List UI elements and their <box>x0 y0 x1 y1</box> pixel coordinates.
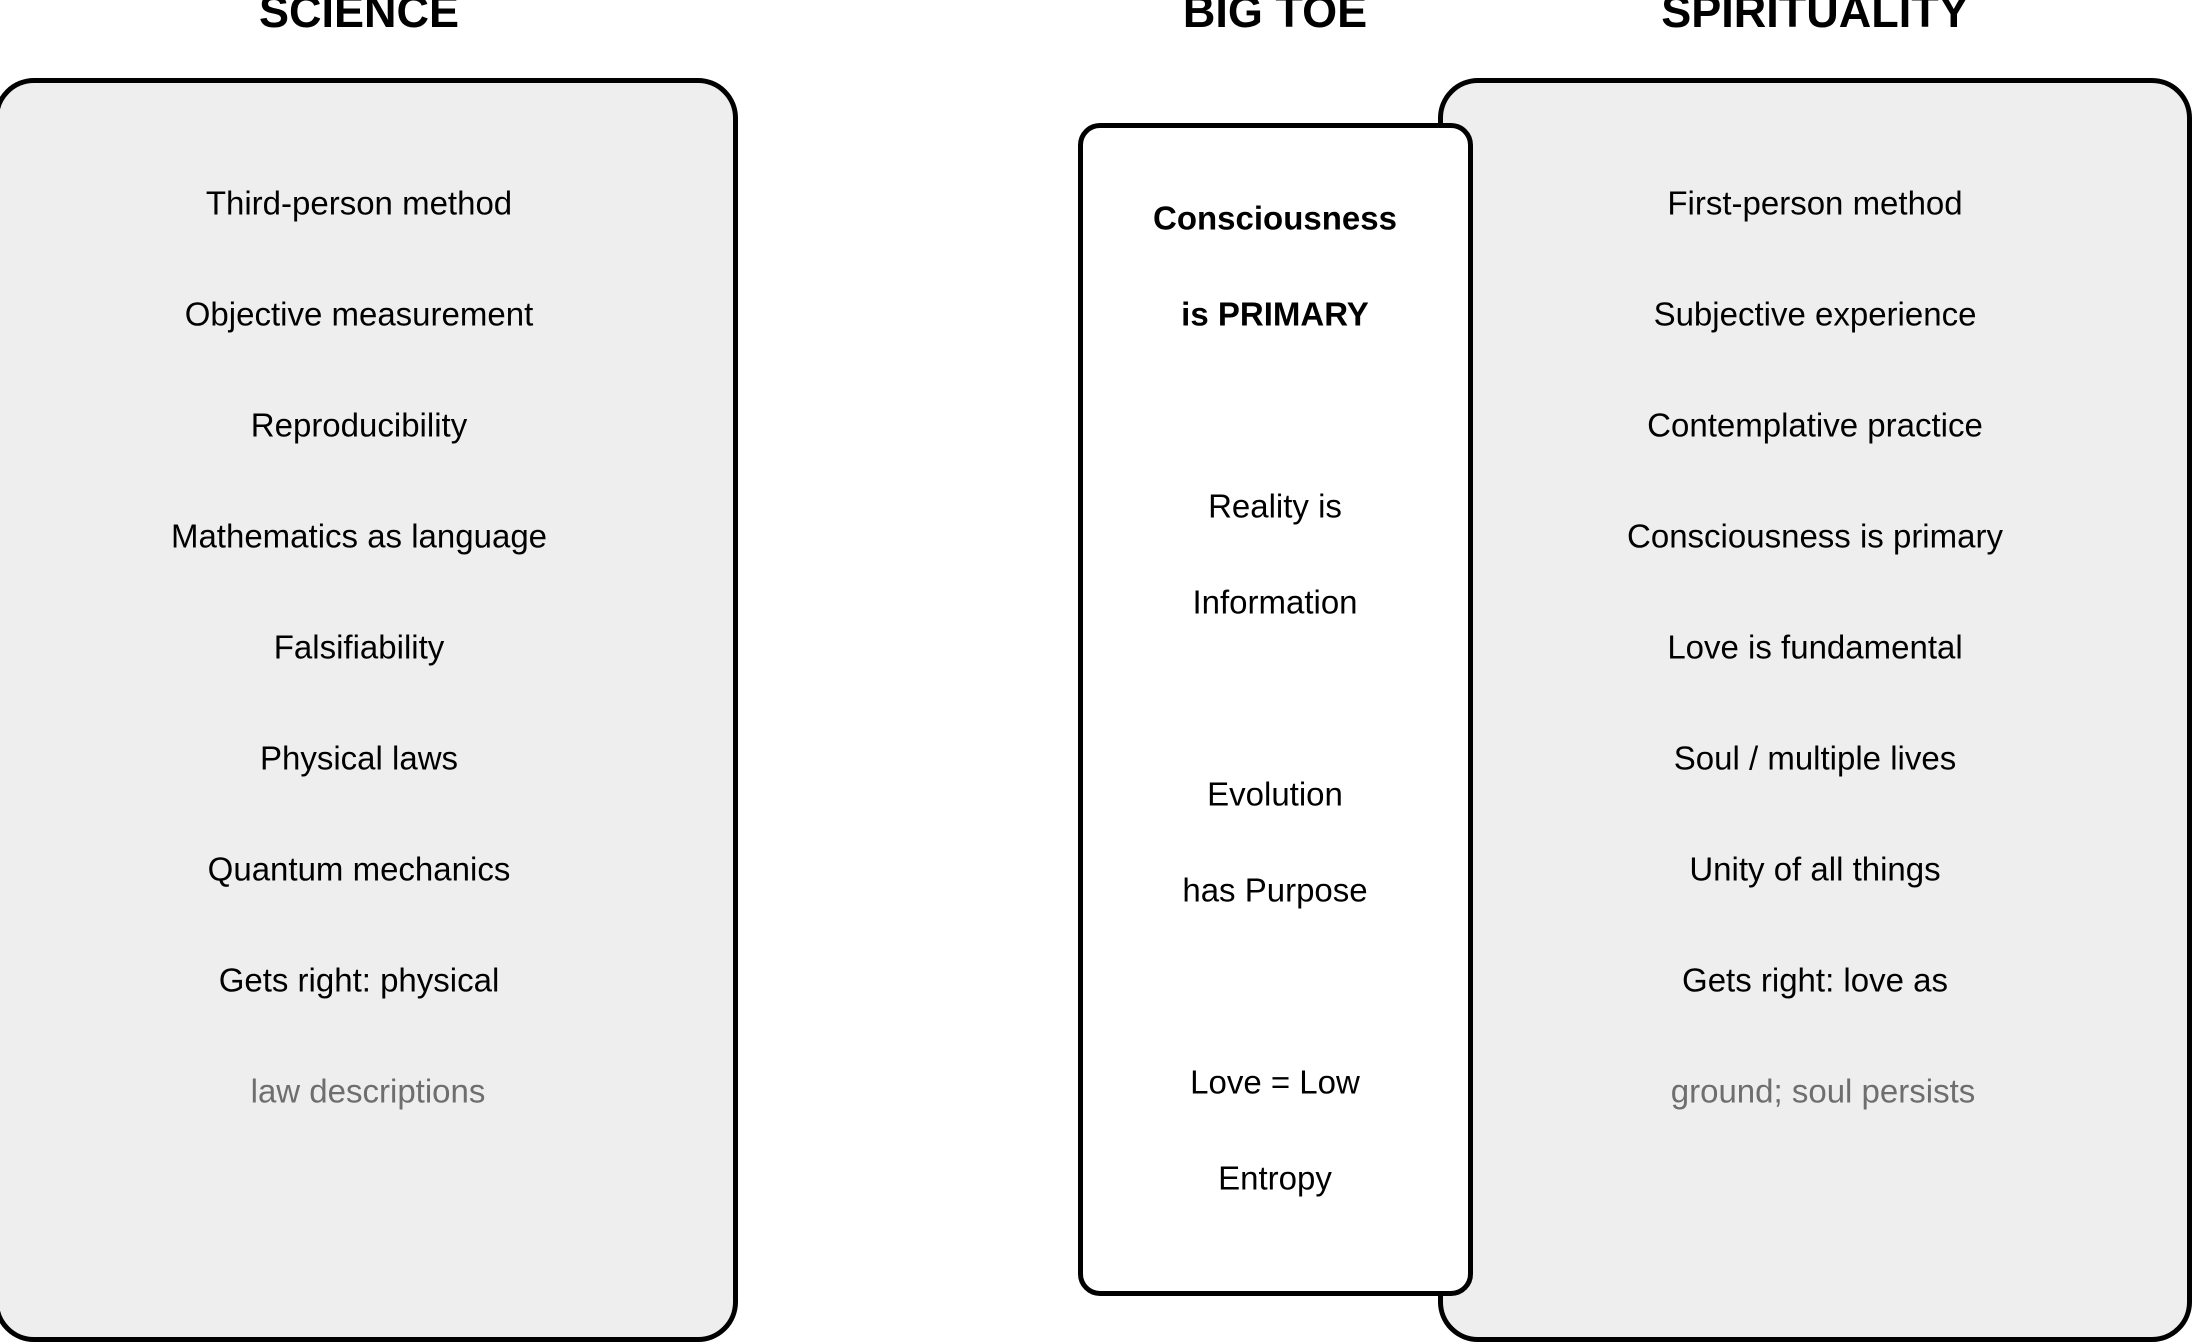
science-item: law descriptions <box>250 1072 486 1110</box>
bigtoe-line: Entropy <box>1218 1159 1332 1197</box>
science-item: Mathematics as language <box>170 517 548 555</box>
spirituality-panel <box>1438 78 2192 1342</box>
spirituality-item: Consciousness is primary <box>1627 517 2003 555</box>
spirituality-item: ground; soul persists <box>1670 1072 1976 1110</box>
science-item: Objective measurement <box>184 295 534 333</box>
spirituality-item: Unity of all things <box>1689 850 1941 888</box>
science-item: Third-person method <box>205 184 513 222</box>
bigtoe-line: Reality is <box>1208 487 1342 525</box>
spirituality-item: Contemplative practice <box>1647 406 1983 444</box>
spirituality-item: Subjective experience <box>1653 295 1977 333</box>
science-item: Reproducibility <box>250 406 468 444</box>
bigtoe-line: Consciousness <box>1153 199 1397 237</box>
science-item: Gets right: physical <box>218 961 500 999</box>
spirituality-item: Soul / multiple lives <box>1673 739 1957 777</box>
bigtoe-line: is PRIMARY <box>1181 295 1369 333</box>
science-item: Physical laws <box>259 739 459 777</box>
bigtoe-panel <box>1078 123 1473 1296</box>
bigtoe-line: has Purpose <box>1182 871 1368 909</box>
science-item: Quantum mechanics <box>207 850 511 888</box>
spirituality-item: First-person method <box>1667 184 1963 222</box>
science-panel <box>0 78 738 1342</box>
science-heading: SCIENCE <box>258 0 460 37</box>
bigtoe-line: Evolution <box>1207 775 1343 813</box>
spirituality-item: Love is fundamental <box>1667 628 1963 666</box>
spirituality-heading: SPIRITUALITY <box>1661 0 1969 37</box>
bigtoe-heading: BIG TOE <box>1182 0 1368 37</box>
bigtoe-line: Information <box>1192 583 1358 621</box>
science-item: Falsifiability <box>273 628 445 666</box>
spirituality-item: Gets right: love as <box>1682 961 1948 999</box>
bigtoe-line: Love = Low <box>1190 1063 1360 1101</box>
